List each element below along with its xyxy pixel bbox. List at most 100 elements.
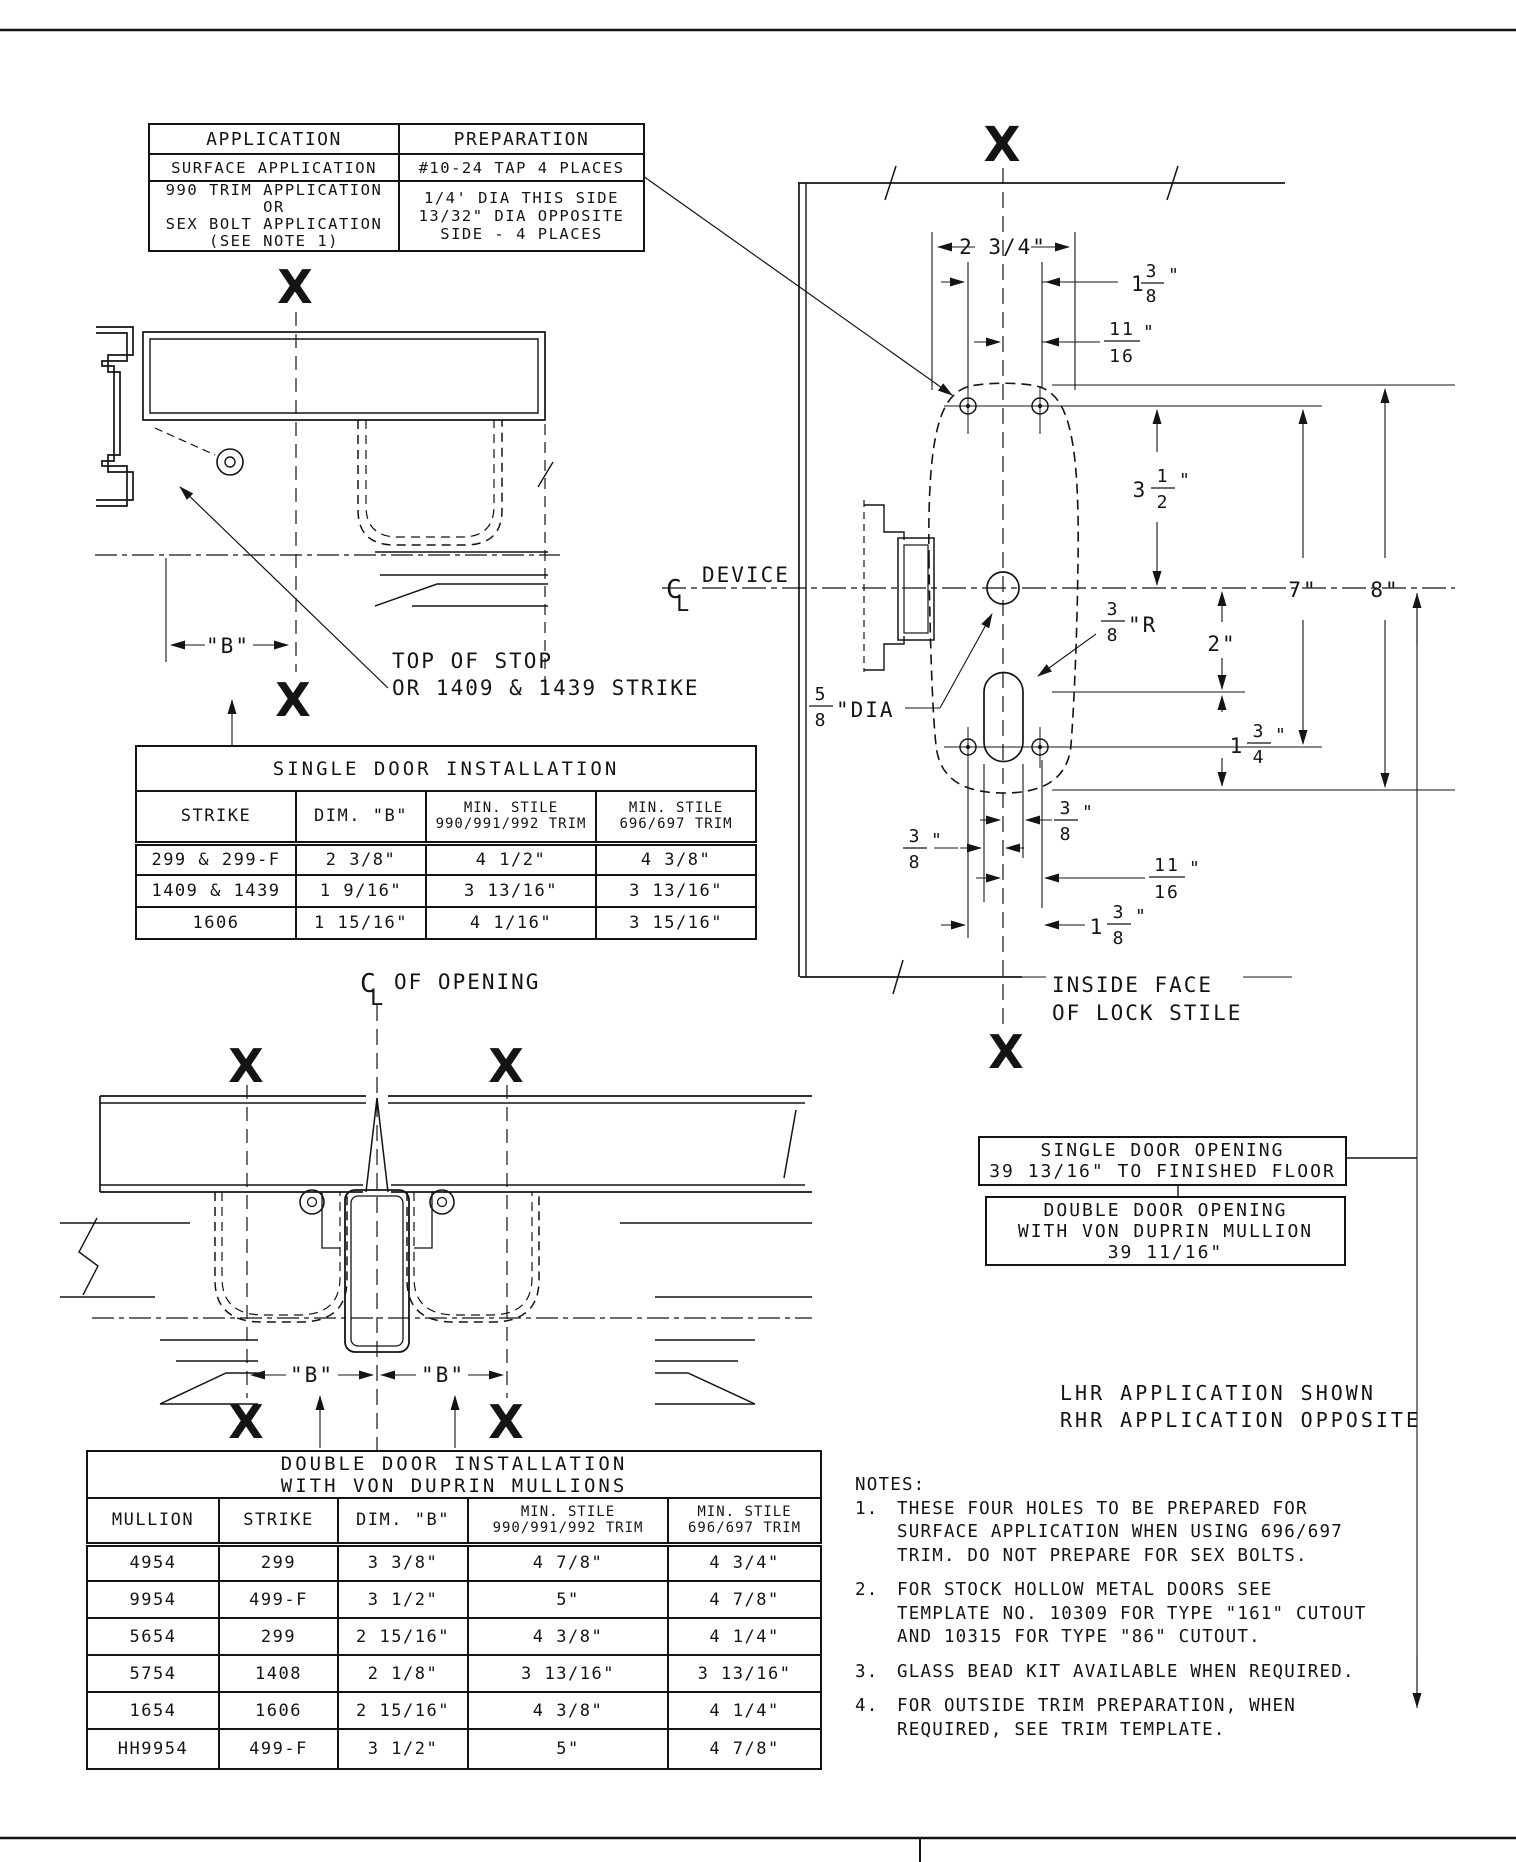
dim-1-3-8-b-d: 8: [1113, 928, 1126, 949]
single-door-opening-box: SINGLE DOOR OPENING 39 13/16" TO FINISHE…: [978, 1136, 1347, 1186]
cell: 4 1/16": [425, 906, 597, 940]
device-elevation-drawing: [642, 165, 1455, 1708]
single-door-plan-drawing: [95, 312, 560, 746]
cell: 499-F: [218, 1728, 339, 1770]
dim-3-1-2-suffix: ": [1179, 470, 1192, 491]
x-mark-icon: X: [228, 1039, 265, 1093]
col-min-stile-696: MIN. STILE 696/697 TRIM: [594, 790, 758, 846]
app-header: APPLICATION: [148, 123, 400, 155]
dim-1-3-8-b-w: 1: [1090, 915, 1105, 939]
dim-3-8-a-suffix: ": [1082, 802, 1095, 823]
box-line: WITH VON DUPRIN MULLION: [1017, 1220, 1314, 1242]
table-row: 1606 1 15/16" 4 1/16" 3 15/16": [135, 906, 758, 940]
table-row: 1409 & 1439 1 9/16" 3 13/16" 3 13/16": [135, 874, 758, 908]
x-mark-icon: X: [988, 1025, 1025, 1079]
dim-11-16-b-suffix: ": [1189, 858, 1202, 879]
dim-3-1-2-w: 3: [1133, 478, 1148, 502]
x-mark-icon: X: [277, 260, 314, 314]
dim-b-label: "B": [206, 634, 250, 658]
table-row: 1654 1606 2 15/16" 4 3/8" 4 1/4": [86, 1691, 823, 1730]
box-line: DOUBLE DOOR OPENING: [1043, 1199, 1288, 1221]
note-item: 1. THESE FOUR HOLES TO BE PREPARED FOR S…: [855, 1498, 1440, 1569]
prep-header: PREPARATION: [398, 123, 645, 155]
app-row1-application: SURFACE APPLICATION: [148, 153, 400, 182]
cell: HH9954: [86, 1728, 220, 1770]
hdr-line: MIN. STILE: [628, 800, 724, 817]
cell: 2 15/16": [337, 1691, 469, 1730]
application-preparation-table: APPLICATION PREPARATION SURFACE APPLICAT…: [148, 123, 645, 252]
box-line: 39 13/16" TO FINISHED FLOOR: [989, 1161, 1336, 1182]
cell: 4 1/4": [666, 1691, 823, 1730]
table-row: HH9954 499-F 3 1/2" 5" 4 7/8": [86, 1728, 823, 1770]
dim-1-3-4-suffix: ": [1275, 725, 1288, 746]
prep-line: 1/4' DIA THIS SIDE: [424, 189, 619, 207]
cell: 299: [218, 1543, 339, 1582]
cell: 4 1/4": [666, 1617, 823, 1656]
x-mark-icon: X: [228, 1395, 265, 1449]
cell: 1408: [218, 1654, 339, 1693]
cell: 5654: [86, 1617, 220, 1656]
dim-b-left-label: "B": [290, 1363, 334, 1387]
note-line: GLASS BEAD KIT AVAILABLE WHEN REQUIRED.: [897, 1661, 1355, 1682]
dim-3-8-r-n: 3: [1107, 599, 1120, 620]
handing-line: RHR APPLICATION OPPOSITE: [1060, 1408, 1421, 1432]
dim-2: 2": [1207, 632, 1236, 656]
title-line: WITH VON DUPRIN MULLIONS: [280, 1474, 628, 1497]
dim-5-8-n: 5: [815, 684, 828, 705]
cell: 3 13/16": [425, 874, 597, 908]
note-number: 1.: [855, 1498, 879, 1519]
inside-face-label: INSIDE FACE: [1052, 973, 1213, 997]
top-of-stop-label: TOP OF STOP: [392, 649, 553, 673]
box-line: 39 11/16": [1107, 1241, 1224, 1263]
cell: 2 15/16": [337, 1617, 469, 1656]
cell: 1409 & 1439: [135, 874, 297, 908]
double-door-opening-box: DOUBLE DOOR OPENING WITH VON DUPRIN MULL…: [985, 1196, 1346, 1266]
hdr-line: 990/991/992 TRIM: [435, 816, 587, 833]
dim-11-16-b-d: 16: [1154, 882, 1180, 903]
device-centerline-label: DEVICE: [702, 563, 790, 587]
fraction-bars: [809, 282, 1271, 925]
title-line: DOUBLE DOOR INSTALLATION: [280, 1452, 628, 1475]
cell: 299: [218, 1617, 339, 1656]
page-border: [0, 28, 1516, 1862]
x-mark-icon: X: [488, 1039, 525, 1093]
note-line: SURFACE APPLICATION WHEN USING 696/697: [897, 1522, 1343, 1542]
dim-1-3-4-w: 1: [1230, 734, 1245, 758]
col-dim-b: DIM. "B": [337, 1497, 469, 1547]
handing-note: LHR APPLICATION SHOWN RHR APPLICATION OP…: [1060, 1380, 1421, 1434]
cell: 4 7/8": [666, 1728, 823, 1770]
double-door-plan-drawing: [60, 1005, 812, 1452]
prep-line: 13/32" DIA OPPOSITE: [418, 207, 625, 225]
hdr-line: 696/697 TRIM: [687, 1520, 802, 1537]
centerline-icon: L: [676, 592, 691, 617]
centerline-icon: C: [666, 575, 684, 605]
note-item: 2. FOR STOCK HOLLOW METAL DOORS SEE TEMP…: [855, 1579, 1440, 1650]
dim-3-1-2-d: 2: [1157, 492, 1170, 513]
x-mark-icon: X: [275, 673, 312, 727]
note-line: FOR OUTSIDE TRIM PREPARATION, WHEN: [897, 1696, 1297, 1716]
cell: 2 3/8": [295, 842, 427, 876]
app-row2-preparation: 1/4' DIA THIS SIDE 13/32" DIA OPPOSITE S…: [398, 180, 645, 252]
dim-11-16-top-d: 16: [1109, 346, 1135, 367]
cell: 4 3/4": [666, 1543, 823, 1582]
x-mark-icon: X: [488, 1395, 525, 1449]
app-line: (SEE NOTE 1): [209, 232, 339, 250]
cell: 3 15/16": [594, 906, 758, 940]
of-opening-label: OF OPENING: [394, 970, 540, 994]
cell: 4 1/2": [425, 842, 597, 876]
dim-11-16-top-n: 11: [1109, 319, 1135, 340]
centerline-icon: L: [370, 986, 385, 1011]
col-min-stile-696: MIN. STILE 696/697 TRIM: [666, 1497, 823, 1547]
table-row: 5754 1408 2 1/8" 3 13/16" 3 13/16": [86, 1654, 823, 1693]
dim-3-8-r-d: 8: [1107, 625, 1120, 646]
cell: 4 7/8": [666, 1580, 823, 1619]
cell: 499-F: [218, 1580, 339, 1619]
cell: 1654: [86, 1691, 220, 1730]
cell: 4 3/8": [467, 1691, 669, 1730]
dim-7: 7": [1288, 578, 1317, 602]
note-item: 4. FOR OUTSIDE TRIM PREPARATION, WHEN RE…: [855, 1695, 1440, 1742]
note-text: GLASS BEAD KIT AVAILABLE WHEN REQUIRED.: [897, 1661, 1355, 1685]
dim-11-16-b-n: 11: [1154, 855, 1180, 876]
table-row: 9954 499-F 3 1/2" 5" 4 7/8": [86, 1580, 823, 1619]
